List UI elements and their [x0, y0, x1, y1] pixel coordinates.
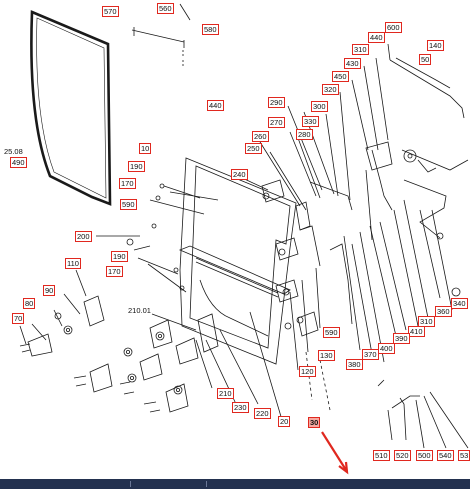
part-label-200[interactable]: 200	[75, 231, 92, 242]
part-label-390[interactable]: 390	[393, 333, 410, 344]
part-label-310a[interactable]: 310	[352, 44, 369, 55]
toolbar-divider	[206, 481, 207, 487]
part-label-10[interactable]: 10	[139, 143, 152, 154]
toolbar-divider	[130, 481, 131, 487]
part-label-490[interactable]: 490	[10, 157, 27, 168]
part-label-190b[interactable]: 190	[111, 251, 128, 262]
part-label-110[interactable]: 110	[65, 258, 81, 269]
part-label-430[interactable]: 430	[344, 58, 361, 69]
part-label-50[interactable]: 50	[419, 54, 432, 65]
door-frame	[179, 157, 297, 365]
fasteners	[54, 149, 461, 395]
part-label-410[interactable]: 410	[408, 326, 425, 337]
bottom-toolbar	[0, 479, 470, 489]
part-label-290[interactable]: 290	[268, 97, 285, 108]
part-label-440a[interactable]: 440	[368, 32, 385, 43]
part-label-270[interactable]: 270	[268, 117, 285, 128]
part-label-170a[interactable]: 170	[119, 178, 136, 189]
part-label-130[interactable]: 130	[318, 350, 335, 361]
part-label-190a[interactable]: 190	[128, 161, 145, 172]
part-label-80[interactable]: 80	[23, 298, 36, 309]
part-label-90[interactable]: 90	[43, 285, 56, 296]
part-label-520[interactable]: 520	[394, 450, 411, 461]
ref-number-21001: 210.01	[128, 306, 151, 315]
part-label-30[interactable]: 30	[308, 417, 321, 428]
part-label-450[interactable]: 450	[332, 71, 349, 82]
part-label-500[interactable]: 500	[416, 450, 433, 461]
part-label-440b[interactable]: 440	[207, 100, 224, 111]
part-label-210[interactable]: 210	[217, 388, 234, 399]
part-label-300[interactable]: 300	[311, 101, 328, 112]
part-label-260[interactable]: 260	[252, 131, 269, 142]
part-label-20[interactable]: 20	[278, 416, 291, 427]
part-label-580[interactable]: 580	[202, 24, 219, 35]
part-label-510[interactable]: 510	[373, 450, 390, 461]
part-label-140[interactable]: 140	[427, 40, 444, 51]
part-label-220[interactable]: 220	[254, 408, 271, 419]
part-label-380[interactable]: 380	[346, 359, 363, 370]
part-label-330[interactable]: 330	[302, 116, 319, 127]
part-label-280[interactable]: 280	[296, 129, 313, 140]
part-label-560[interactable]: 560	[157, 3, 174, 14]
part-label-370[interactable]: 370	[362, 349, 379, 360]
part-label-400[interactable]: 400	[378, 343, 395, 354]
part-label-120[interactable]: 120	[299, 366, 316, 377]
glass-panel	[30, 10, 112, 206]
part-label-310b[interactable]: 310	[418, 316, 435, 327]
door-assembly-drawing	[19, 3, 469, 475]
hinge-brackets	[27, 179, 319, 413]
part-label-240[interactable]: 240	[231, 169, 248, 180]
part-label-250[interactable]: 250	[245, 143, 262, 154]
part-label-570[interactable]: 570	[102, 6, 119, 17]
part-label-540[interactable]: 540	[437, 450, 454, 461]
ref-number-2508: 25.08	[4, 147, 23, 156]
part-label-70[interactable]: 70	[12, 313, 25, 324]
part-label-340[interactable]: 340	[451, 298, 468, 309]
part-label-170b[interactable]: 170	[106, 266, 123, 277]
part-label-230[interactable]: 230	[232, 402, 249, 413]
part-label-53[interactable]: 53	[458, 450, 470, 461]
part-label-590a[interactable]: 590	[120, 199, 137, 210]
part-label-600[interactable]: 600	[385, 22, 402, 33]
part-label-320[interactable]: 320	[322, 84, 339, 95]
callout-arrow	[321, 431, 349, 475]
part-label-590b[interactable]: 590	[323, 327, 340, 338]
part-label-360[interactable]: 360	[435, 306, 452, 317]
